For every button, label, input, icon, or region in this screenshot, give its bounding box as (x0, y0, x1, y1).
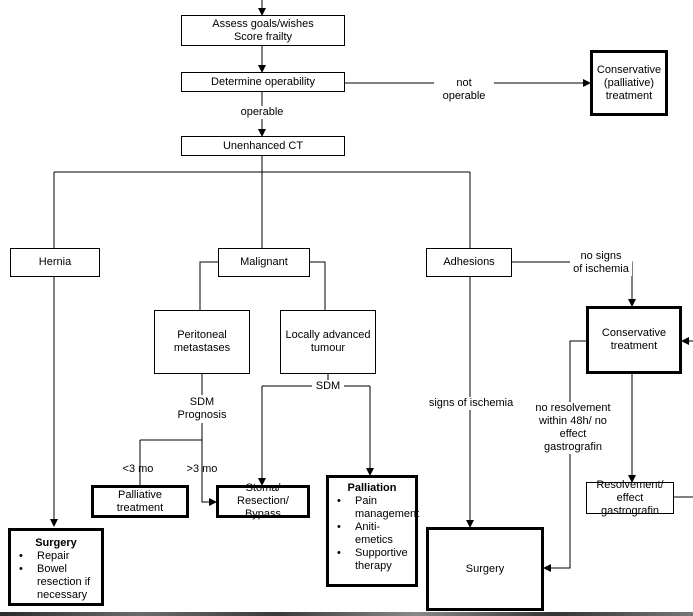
palliation-item: Supportive therapy (335, 547, 409, 573)
unenhanced-ct-box: Unenhanced CT (181, 136, 345, 156)
locally-advanced-tumour-box: Locally advanced tumour (280, 310, 376, 374)
label-sdm-prognosis: SDM Prognosis (172, 396, 232, 422)
stoma-resection-bypass-box: Stoma/ Resection/ Bypass (216, 482, 310, 520)
line-malignant-left (199, 261, 218, 310)
surgery-item: Repair (17, 550, 95, 563)
label-not-operable: not operable (434, 77, 494, 103)
palliation-list: Pain management Aniti-emetics Supportive… (335, 495, 419, 573)
label-no-signs-ischemia: no signs of ischemia (570, 250, 632, 276)
malignant-box: Malignant (218, 248, 310, 277)
palliation-item: Pain management (335, 495, 419, 521)
assess-goals-box: Assess goals/wishes Score frailty (181, 15, 345, 46)
resolvement-box: Resolvement/ effect gastrografin (586, 479, 674, 517)
label-sdm: SDM (312, 380, 344, 393)
label-signs-ischemia: signs of ischemia (426, 397, 516, 410)
conservative-palliative-box: Conservative (palliative) treatment (590, 50, 668, 116)
palliation-box: Palliation Pain management Aniti-emetics… (326, 475, 419, 587)
determine-operability-box: Determine operability (181, 72, 345, 92)
arrow-no-resolvement-surgery (543, 340, 586, 572)
palliative-treatment-box: Palliative treatment (91, 485, 189, 518)
line-ct-branch (53, 156, 471, 248)
bottom-taskbar-strip (0, 612, 693, 616)
surgery-list: Repair Bowel resection if necessary (17, 550, 95, 602)
label-operable: operable (236, 106, 288, 119)
arrow-no-signs-ischemia (512, 261, 636, 307)
line-peritoneal-down (139, 374, 203, 485)
arrow-gt3mo (201, 440, 217, 506)
label-gt3mo: >3 mo (186, 463, 218, 475)
surgery-title: Surgery (35, 537, 77, 549)
palliation-item: Aniti-emetics (335, 521, 409, 547)
surgery-box-hernia: Surgery Repair Bowel resection if necess… (8, 528, 104, 606)
hernia-box: Hernia (10, 248, 100, 277)
surgery-item: Bowel resection if necessary (17, 563, 95, 602)
adhesions-box: Adhesions (426, 248, 512, 277)
line-malignant-right (310, 261, 326, 310)
palliation-title: Palliation (347, 482, 397, 494)
conservative-treatment-box: Conservative treatment (586, 306, 682, 374)
surgery-box-final: Surgery (426, 527, 544, 611)
label-lt3mo: <3 mo (122, 463, 154, 475)
label-no-resolvement: no resolvement within 48h/ no effect gas… (532, 402, 614, 454)
peritoneal-metastases-box: Peritoneal metastases (154, 310, 250, 374)
